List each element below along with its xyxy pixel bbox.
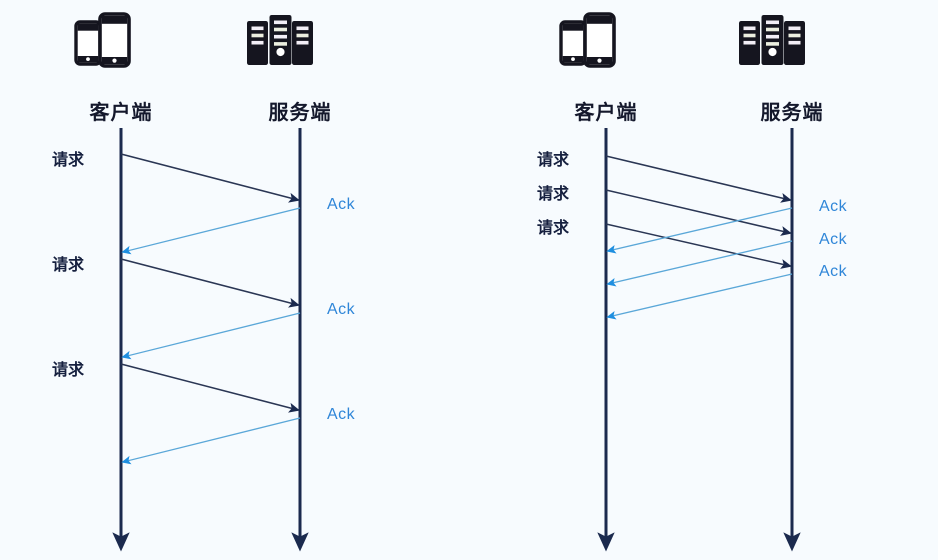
request-label-right-diagram-1: 请求 <box>537 186 570 203</box>
ack-arrow-left-diagram-3 <box>121 312 301 360</box>
phone-large-body <box>583 12 616 68</box>
ack-label-left-diagram-2: Ack <box>327 406 356 423</box>
ack-label-left-diagram-1: Ack <box>327 301 356 318</box>
server-tower-middle-bar <box>766 34 779 39</box>
server-tower-middle-bar <box>274 20 287 25</box>
mobile-phones-icon-left-diagram-client <box>74 12 142 74</box>
ack-label-left-diagram-0: Ack <box>327 196 356 213</box>
request-arrow-left-diagram-0 <box>120 153 300 203</box>
phone-small-home-button <box>571 57 575 61</box>
request-arrow-right-diagram-1 <box>605 189 792 236</box>
request-arrow-left-diagram-4 <box>120 363 300 413</box>
mobile-phones-icon <box>74 12 131 68</box>
server-tower-middle <box>761 15 784 65</box>
phone-small-home-button <box>86 57 90 61</box>
server-tower-right-bar <box>296 40 309 45</box>
server-tower-right-bar <box>788 26 801 31</box>
server-tower-middle <box>269 15 292 65</box>
server-tower-right-bar <box>788 40 801 45</box>
server-tower-left-bar <box>743 26 756 31</box>
ack-arrow-left-diagram-1 <box>121 207 301 255</box>
server-racks-icon <box>739 15 805 65</box>
server-power-indicator <box>276 47 285 57</box>
ack-arrow-left-diagram-5 <box>121 417 301 465</box>
server-tower-left-bar <box>743 40 756 45</box>
ack-arrow-right-diagram-3 <box>606 207 793 254</box>
server-power-indicator <box>768 47 777 57</box>
actor-label-left-diagram-server: 服务端 <box>268 102 332 124</box>
actor-label-right-diagram-client: 客户端 <box>574 102 638 124</box>
phone-large-body <box>98 12 131 68</box>
server-racks-icon-right-diagram-server <box>739 12 812 74</box>
server-tower-middle-bar <box>766 20 779 25</box>
ack-arrow-right-diagram-4 <box>606 240 793 287</box>
server-tower-right-bar <box>296 33 309 38</box>
request-label-left-diagram-1: 请求 <box>52 257 85 274</box>
request-arrow-left-diagram-2 <box>120 258 300 308</box>
ack-arrow-right-diagram-5 <box>606 273 793 320</box>
server-tower-right-bar <box>788 33 801 38</box>
server-tower-left-bar <box>251 26 264 31</box>
server-tower-middle-bar <box>766 42 779 46</box>
mobile-phones-icon-right-diagram-client <box>559 12 627 74</box>
server-tower-left-bar <box>251 33 264 38</box>
phone-large-home-button <box>597 58 602 63</box>
phone-small-earpiece <box>562 23 584 31</box>
server-tower-middle-bar <box>766 27 779 32</box>
server-tower-left-bar <box>743 33 756 38</box>
request-label-right-diagram-2: 请求 <box>537 220 570 237</box>
server-racks-icon <box>247 15 313 65</box>
request-arrow-right-diagram-0 <box>605 155 792 203</box>
phone-large-earpiece <box>586 15 613 24</box>
messages-layer <box>120 153 793 465</box>
server-racks-icon <box>739 15 805 65</box>
mobile-phones-icon <box>74 12 131 68</box>
phone-large-home-button <box>112 58 117 63</box>
request-arrow-right-diagram-2 <box>605 223 792 269</box>
server-tower-middle-bar <box>274 27 287 32</box>
server-tower-middle-bar <box>274 34 287 39</box>
actor-label-right-diagram-server: 服务端 <box>760 102 824 124</box>
server-tower-right-bar <box>296 26 309 31</box>
server-tower-left-bar <box>251 40 264 45</box>
phone-small-earpiece <box>77 23 99 31</box>
server-racks-icon <box>247 15 313 65</box>
request-label-right-diagram-0: 请求 <box>537 152 570 169</box>
server-tower-middle-bar <box>274 42 287 46</box>
ack-label-right-diagram-2: Ack <box>819 263 848 280</box>
actor-label-left-diagram-client: 客户端 <box>89 102 153 124</box>
request-label-left-diagram-2: 请求 <box>52 362 85 379</box>
ack-label-right-diagram-0: Ack <box>819 198 848 215</box>
phone-large-earpiece <box>101 15 128 24</box>
request-label-left-diagram-0: 请求 <box>52 152 85 169</box>
mobile-phones-icon <box>559 12 616 68</box>
ack-label-right-diagram-1: Ack <box>819 231 848 248</box>
server-racks-icon-left-diagram-server <box>247 12 320 74</box>
mobile-phones-icon <box>559 12 616 68</box>
lifelines-layer <box>112 128 801 552</box>
